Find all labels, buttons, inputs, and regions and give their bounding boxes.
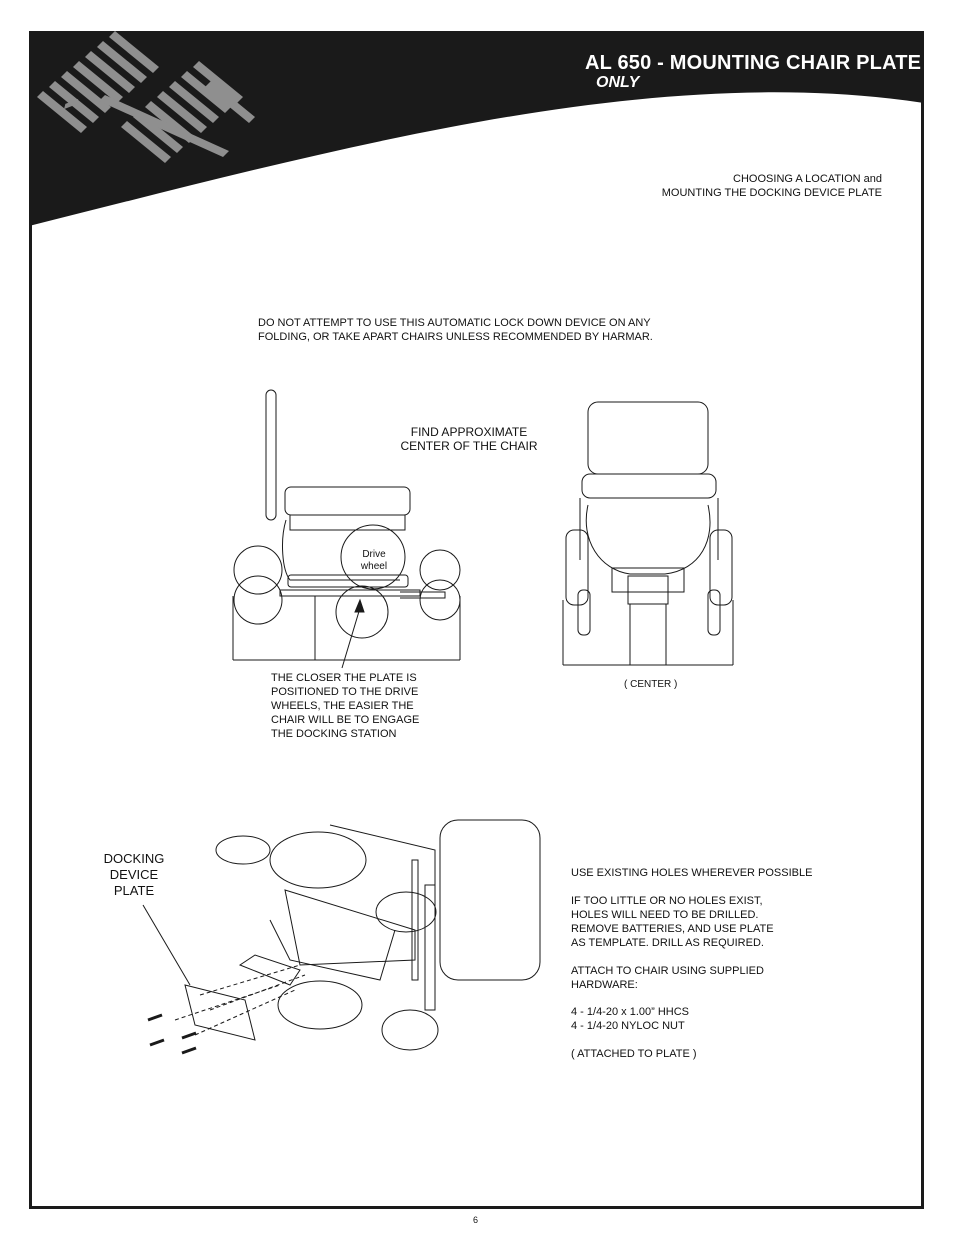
plate-position-note-2: POSITIONED TO THE DRIVE <box>271 686 419 698</box>
chair-rear-view-illustration <box>562 401 734 666</box>
instruction-line-12: 4 - 1/4-20 NYLOC NUT <box>571 1020 685 1032</box>
warning-line1: DO NOT ATTEMPT TO USE THIS AUTOMATIC LOC… <box>258 317 651 329</box>
section-heading-line1: CHOOSING A LOCATION and <box>733 173 882 185</box>
docking-plate-label-1: DOCKING <box>103 851 165 866</box>
instruction-line-3: IF TOO LITTLE OR NO HOLES EXIST, <box>571 895 763 907</box>
plate-position-note-4: CHAIR WILL BE TO ENGAGE <box>271 714 420 726</box>
drive-wheel-callout <box>340 524 406 590</box>
page-number: 6 <box>473 1215 479 1225</box>
warning-line2: FOLDING, OR TAKE APART CHAIRS UNLESS REC… <box>258 331 653 343</box>
docking-plate-label-3: PLATE <box>113 883 155 898</box>
plate-position-note-1: THE CLOSER THE PLATE IS <box>271 672 417 684</box>
plate-position-note-5: THE DOCKING STATION <box>271 728 397 740</box>
plate-position-note-3: WHEELS, THE EASIER THE <box>271 700 414 712</box>
drive-wheel-label-line1: Drive <box>362 549 386 560</box>
logo-stripes <box>37 31 255 163</box>
instruction-line-5: REMOVE BATTERIES, AND USE PLATE <box>571 923 774 935</box>
find-center-line2: CENTER OF THE CHAIR <box>400 439 538 453</box>
header-banner <box>29 31 924 226</box>
find-center-line1: FIND APPROXIMATE <box>410 425 528 439</box>
instruction-line-9: HARDWARE: <box>571 979 638 991</box>
exploded-plate-illustration <box>142 819 541 1055</box>
docking-plate-label-2: DEVICE <box>109 867 159 882</box>
instruction-line-6: AS TEMPLATE. DRILL AS REQUIRED. <box>571 937 764 949</box>
instruction-line-1: USE EXISTING HOLES WHEREVER POSSIBLE <box>571 867 813 879</box>
section-heading-line2: MOUNTING THE DOCKING DEVICE PLATE <box>661 187 882 199</box>
instruction-line-14: ( ATTACHED TO PLATE ) <box>571 1048 697 1060</box>
instruction-line-4: HOLES WILL NEED TO BE DRILLED. <box>571 909 759 921</box>
instruction-line-11: 4 - 1/4-20 x 1.00” HHCS <box>571 1006 689 1018</box>
docking-plate-shape <box>184 984 256 1041</box>
page-subtitle: ONLY <box>596 74 640 91</box>
center-label: ( CENTER ) <box>624 679 678 690</box>
drive-wheel-label-line2: wheel <box>360 561 388 572</box>
chair-side-view-illustration <box>232 389 461 669</box>
page-title: AL 650 - MOUNTING CHAIR PLATE <box>585 52 922 74</box>
instruction-line-8: ATTACH TO CHAIR USING SUPPLIED <box>571 965 764 977</box>
